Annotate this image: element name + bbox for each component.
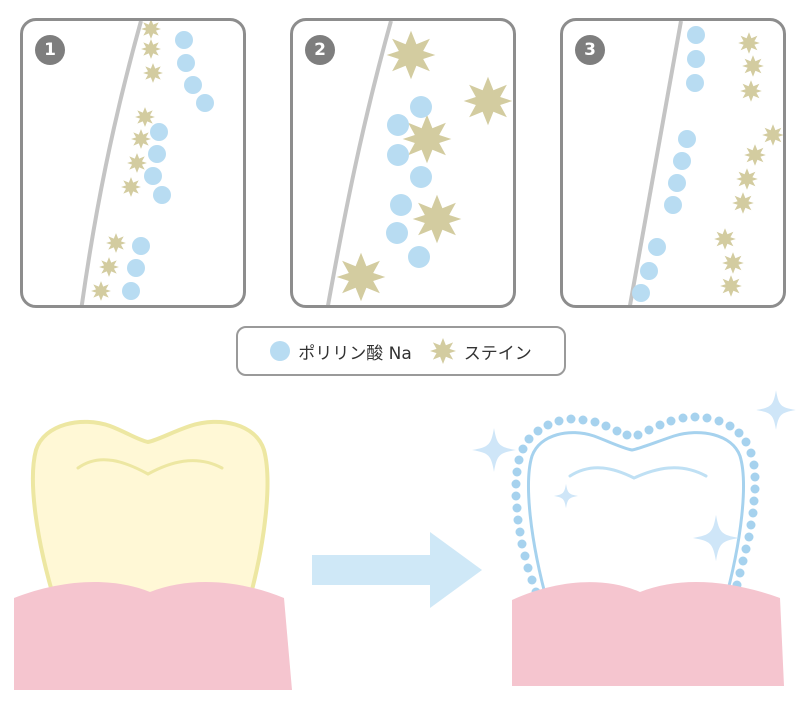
stain-particle bbox=[127, 153, 147, 173]
stain-particle bbox=[744, 144, 766, 166]
polymer-particle bbox=[678, 130, 696, 148]
panel-2-illustration bbox=[326, 21, 513, 305]
arrow-right-icon bbox=[312, 532, 482, 608]
step-number-badge: 1 bbox=[35, 35, 65, 65]
gum-after bbox=[512, 581, 784, 686]
stain-particle bbox=[91, 281, 111, 301]
polymer-particle bbox=[144, 167, 162, 185]
stain-particle bbox=[738, 32, 760, 54]
step-number-badge: 2 bbox=[305, 35, 335, 65]
enamel-surface-line bbox=[79, 21, 143, 305]
sparkles bbox=[472, 390, 796, 562]
stain-particle bbox=[135, 107, 155, 127]
stain-particle bbox=[402, 114, 452, 164]
polymer-particle bbox=[408, 246, 430, 268]
stain-particle bbox=[412, 194, 462, 244]
tooth-after-groove bbox=[568, 466, 708, 480]
polymer-particle bbox=[184, 76, 202, 94]
polymer-particle bbox=[390, 194, 412, 216]
stain-particle bbox=[742, 55, 764, 77]
panel-step-1: 1 bbox=[20, 18, 246, 308]
stain-particle bbox=[141, 21, 161, 39]
polymer-particle bbox=[632, 284, 650, 302]
stain-particle bbox=[720, 275, 742, 297]
stain-particle bbox=[722, 252, 744, 274]
polymer-particles bbox=[122, 31, 214, 300]
stain-particle bbox=[740, 80, 762, 102]
stain-particle bbox=[732, 192, 754, 214]
panel-1-illustration bbox=[79, 21, 214, 305]
tooth-before-crown bbox=[30, 419, 270, 607]
polymer-particle bbox=[640, 262, 658, 280]
sparkle-icon bbox=[756, 390, 796, 430]
polymer-particle bbox=[196, 94, 214, 112]
stain-particles bbox=[336, 30, 513, 302]
polymer-particle bbox=[122, 282, 140, 300]
polymer-particle bbox=[668, 174, 686, 192]
tooth-before-groove bbox=[76, 458, 224, 476]
legend-stain-label: ステイン bbox=[463, 343, 532, 364]
legend-polymer-icon bbox=[270, 341, 291, 361]
polymer-particle bbox=[153, 186, 171, 204]
polymer-particle bbox=[664, 196, 682, 214]
stain-particle bbox=[736, 168, 758, 190]
stain-particle bbox=[143, 63, 163, 83]
polymer-particle bbox=[387, 144, 409, 166]
stain-particles bbox=[714, 32, 783, 297]
panel-3-illustration bbox=[628, 21, 783, 305]
sparkle-icon bbox=[553, 483, 579, 509]
polymer-particle bbox=[148, 145, 166, 163]
polymer-particle bbox=[410, 166, 432, 188]
enamel-surface-line bbox=[628, 21, 683, 305]
stain-particle bbox=[99, 257, 119, 277]
stain-particle bbox=[386, 30, 436, 80]
stain-particle bbox=[336, 252, 386, 302]
polymer-particle bbox=[686, 74, 704, 92]
legend-polymer-label: ポリリン酸 Na bbox=[298, 343, 412, 364]
stain-particle bbox=[121, 177, 141, 197]
polymer-particle bbox=[648, 238, 666, 256]
stain-particle bbox=[131, 129, 151, 149]
polymer-particle bbox=[150, 123, 168, 141]
polymer-particles bbox=[632, 26, 705, 302]
stain-particle bbox=[762, 124, 783, 146]
polymer-particle bbox=[687, 50, 705, 68]
sparkle-icon bbox=[472, 428, 516, 472]
tooth-after bbox=[511, 412, 784, 686]
polymer-particle bbox=[673, 152, 691, 170]
tooth-after-crown bbox=[527, 431, 745, 607]
enamel-surface-line bbox=[326, 21, 393, 305]
polymer-particle bbox=[177, 54, 195, 72]
polymer-particle bbox=[386, 222, 408, 244]
tooth-before bbox=[14, 419, 292, 690]
stain-particle bbox=[106, 233, 126, 253]
stain-particle bbox=[463, 76, 513, 126]
stain-particle bbox=[141, 39, 161, 59]
stain-particles bbox=[91, 21, 163, 301]
polymer-particle bbox=[687, 26, 705, 44]
polymer-particle bbox=[387, 114, 409, 136]
step-number-badge: 3 bbox=[575, 35, 605, 65]
polymer-particle bbox=[132, 237, 150, 255]
sparkle-icon bbox=[692, 514, 740, 562]
legend-stain-icon bbox=[429, 338, 456, 364]
gum-before bbox=[14, 581, 292, 690]
legend: ポリリン酸 Na ステイン bbox=[236, 326, 566, 376]
polymer-particles bbox=[386, 96, 432, 268]
polymer-particle bbox=[175, 31, 193, 49]
panel-step-3: 3 bbox=[560, 18, 786, 308]
polymer-particle bbox=[410, 96, 432, 118]
panel-step-2: 2 bbox=[290, 18, 516, 308]
tooth-before-after-scene bbox=[14, 390, 796, 690]
polymer-particle bbox=[127, 259, 145, 277]
stain-particle bbox=[714, 228, 736, 250]
